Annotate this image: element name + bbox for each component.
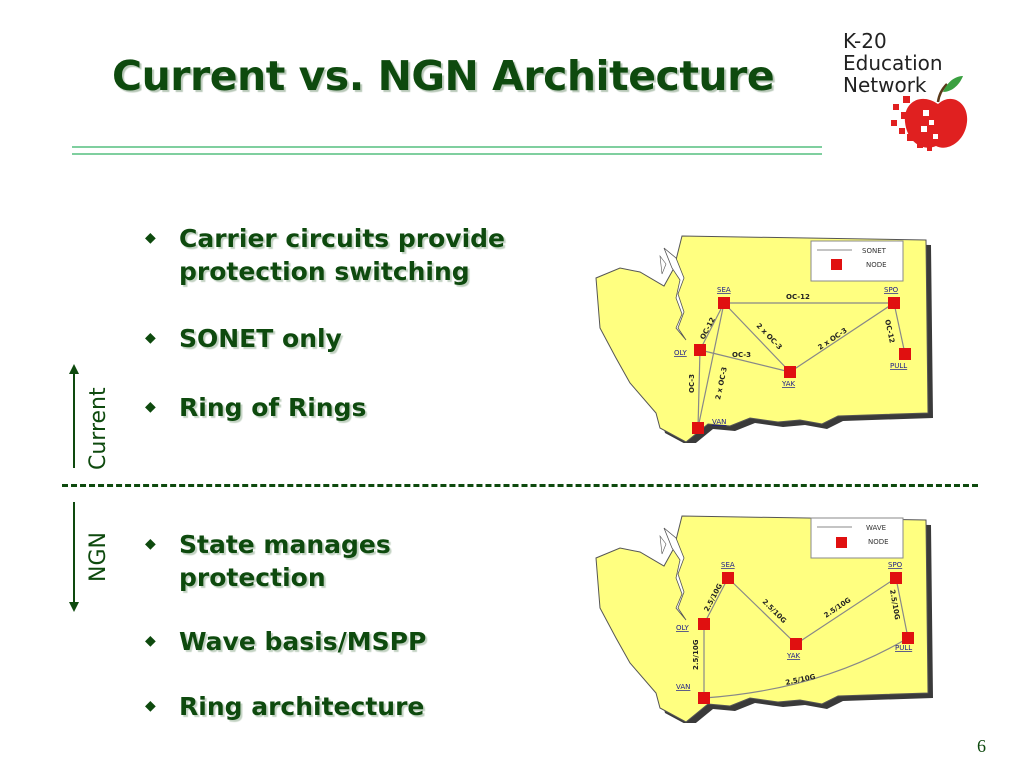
bullet-text: SONET only (179, 324, 342, 353)
bullet-diamond-icon: ◆ (145, 633, 156, 649)
logo-line-3: Network (843, 73, 927, 97)
title-underline (72, 146, 822, 155)
node-label-van: VAN (712, 418, 726, 426)
slide-title: Current vs. NGN Architecture (112, 52, 775, 100)
link-label-sea-spo: OC-12 (786, 293, 810, 301)
node-pull (902, 632, 914, 644)
current-network-map: SONET NODE OC-12 2 x OC-3 2 x OC-3 OC-12… (595, 235, 933, 443)
node-label-sea: SEA (721, 561, 735, 569)
current-bullet-1: ◆ Carrier circuits provide protection sw… (145, 222, 539, 288)
ngn-bullet-3: ◆ Ring architecture (145, 690, 539, 723)
current-bullet-3: ◆ Ring of Rings (145, 391, 539, 424)
node-spo (888, 297, 900, 309)
node-label-pull: PULL (895, 644, 912, 652)
logo-line-1: K-20 (843, 29, 887, 53)
legend-node-label: NODE (868, 538, 889, 546)
legend-line-label: WAVE (866, 524, 886, 532)
apple-icon (891, 76, 968, 151)
section-divider (62, 484, 978, 487)
node-oly (698, 618, 710, 630)
link-label-oly-van: OC-3 (688, 374, 696, 393)
bullet-diamond-icon: ◆ (145, 698, 156, 714)
bullet-text: Ring of Rings (179, 393, 367, 422)
logo-line-2: Education (843, 51, 943, 75)
node-label-oly: OLY (674, 349, 687, 357)
ngn-label: NGN (86, 532, 111, 582)
bullet-text: Wave basis/MSPP (179, 627, 427, 656)
link-label-oly-van: 2.5/10G (692, 639, 700, 670)
node-sea (722, 572, 734, 584)
node-pull (899, 348, 911, 360)
ngn-down-arrow (69, 502, 79, 612)
node-label-spo: SPO (888, 561, 903, 569)
node-van (692, 422, 704, 434)
current-label: Current (86, 387, 111, 470)
node-sea (718, 297, 730, 309)
node-label-van: VAN (676, 683, 690, 691)
ngn-bullets: ◆ State manages protection ◆ Wave basis/… (145, 528, 539, 723)
k20-logo: K-20 Education Network (843, 30, 983, 155)
bullet-diamond-icon: ◆ (145, 330, 156, 346)
ngn-bullet-1: ◆ State manages protection (145, 528, 539, 594)
current-up-arrow (69, 364, 79, 468)
legend-node-label: NODE (866, 261, 887, 269)
node-label-yak: YAK (781, 380, 796, 388)
node-oly (694, 344, 706, 356)
bullet-text: Ring architecture (179, 692, 425, 721)
node-yak (790, 638, 802, 650)
legend-line-label: SONET (862, 247, 887, 255)
bullet-diamond-icon: ◆ (145, 230, 156, 246)
node-label-pull: PULL (890, 362, 907, 370)
node-label-spo: SPO (884, 286, 899, 294)
ngn-bullet-2: ◆ Wave basis/MSPP (145, 625, 539, 658)
bullet-text: Carrier circuits provide protection swit… (179, 224, 505, 286)
bullet-diamond-icon: ◆ (145, 399, 156, 415)
node-label-oly: OLY (676, 624, 689, 632)
page-number: 6 (977, 736, 986, 756)
bullet-diamond-icon: ◆ (145, 536, 156, 552)
link-label-oly-yak: OC-3 (732, 351, 751, 359)
bullet-text: State manages protection (179, 530, 391, 592)
current-bullets: ◆ Carrier circuits provide protection sw… (145, 222, 539, 424)
ngn-network-map: WAVE NODE 2.5/10G 2.5/10G 2.5/10G 2.5/10… (595, 515, 933, 723)
node-yak (784, 366, 796, 378)
node-label-sea: SEA (717, 286, 731, 294)
node-van (698, 692, 710, 704)
node-label-yak: YAK (786, 652, 801, 660)
node-spo (890, 572, 902, 584)
current-bullet-2: ◆ SONET only (145, 322, 539, 355)
